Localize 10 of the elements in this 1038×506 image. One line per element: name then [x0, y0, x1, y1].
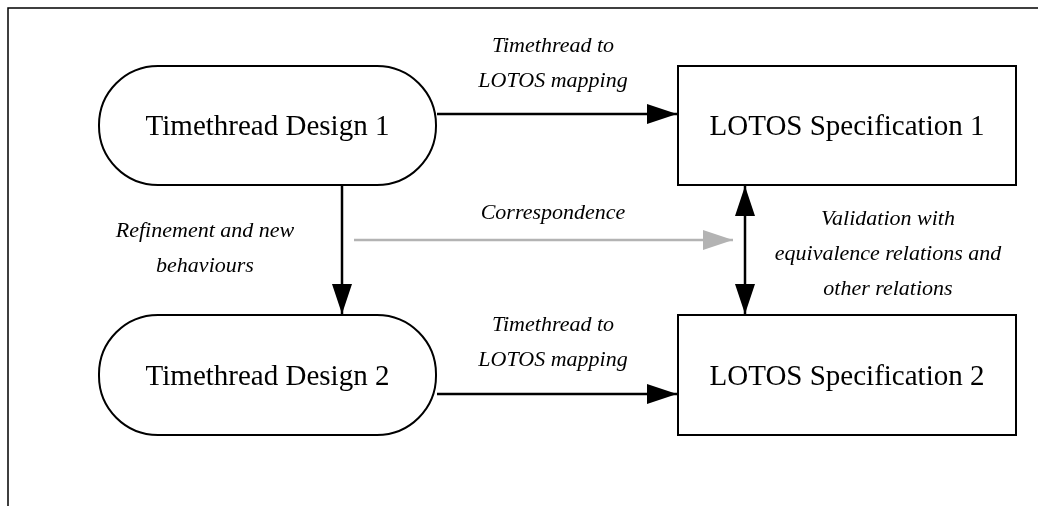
node-label: LOTOS Specification 2 [709, 358, 985, 392]
arrow [332, 186, 352, 314]
process-box [677, 65, 1017, 186]
node-label: Timethread Design 1 [145, 109, 390, 142]
arrow [437, 104, 677, 124]
node-label: Timethread Design 2 [145, 358, 390, 392]
process-box [677, 314, 1017, 436]
node-label: LOTOS Specification 1 [709, 109, 985, 142]
arrow [735, 186, 755, 314]
arrow [437, 384, 677, 404]
